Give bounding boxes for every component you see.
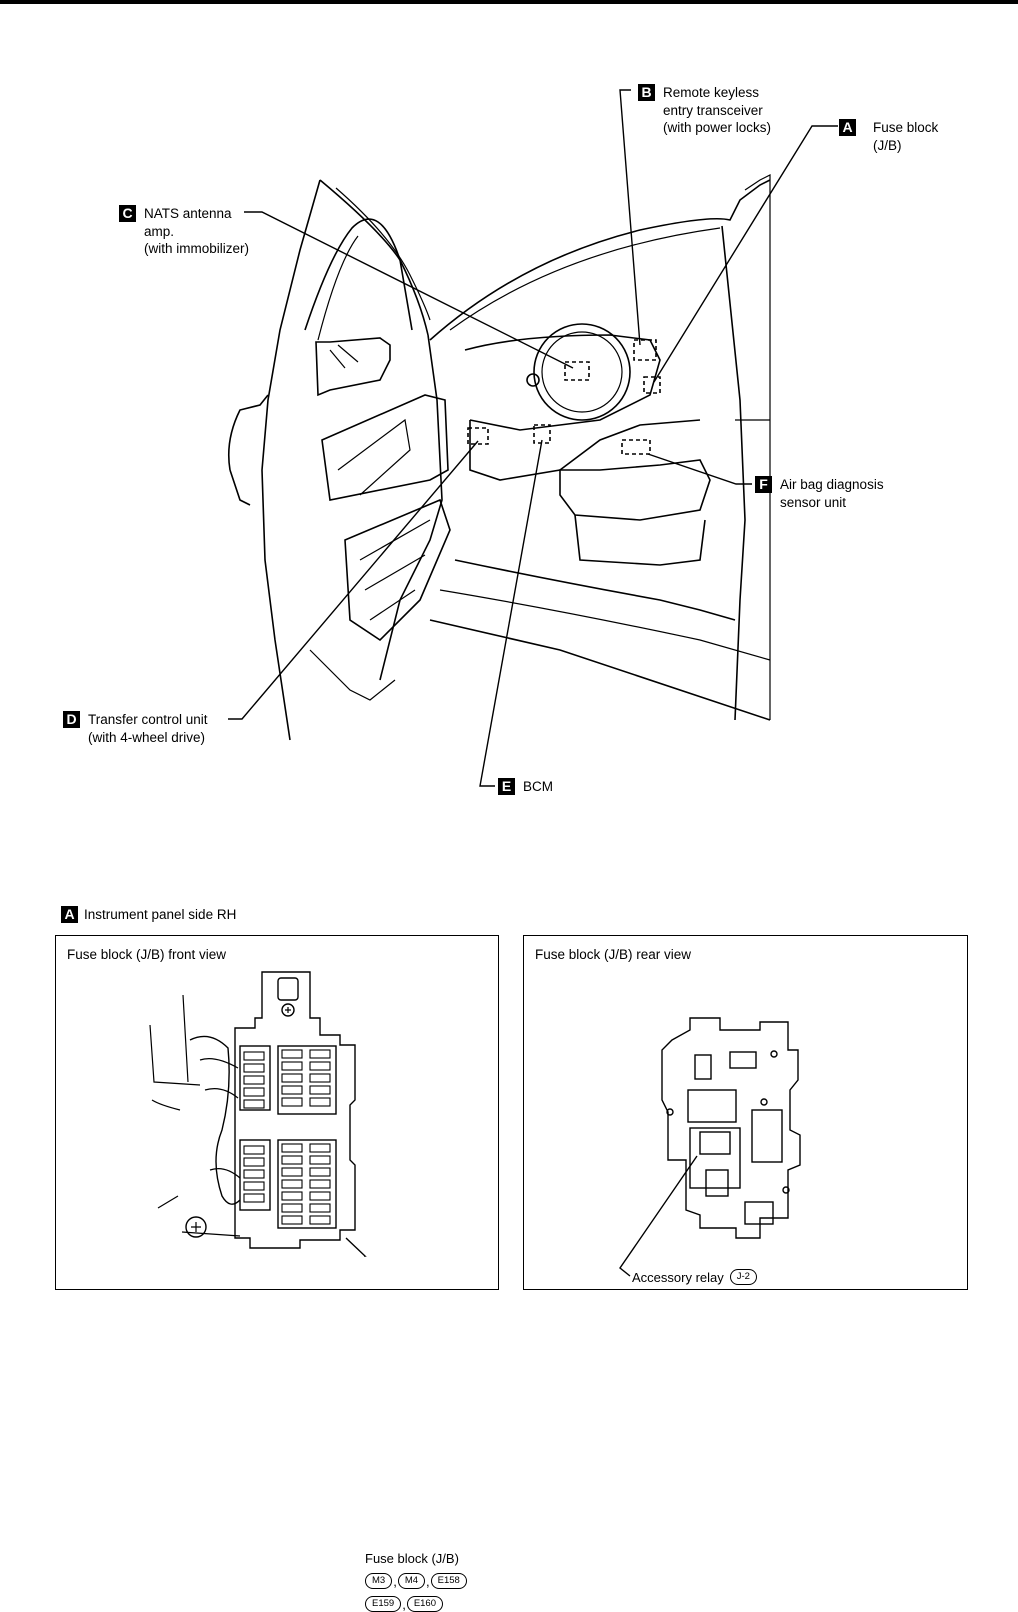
fuse-cell bbox=[281, 1073, 303, 1083]
fuse-cell bbox=[281, 1061, 303, 1071]
callout-transfer-control-unit: D Transfer control unit (with 4-wheel dr… bbox=[63, 711, 208, 746]
fuse-cell bbox=[309, 1143, 331, 1153]
connector-row-2: E159, E160 bbox=[365, 1596, 443, 1612]
fuse-cell bbox=[309, 1073, 331, 1083]
open-door-illustration bbox=[227, 179, 451, 741]
fuse-block-label: Fuse block (J/B) bbox=[365, 1551, 459, 1566]
fuse-cell bbox=[309, 1049, 331, 1059]
section-title: Instrument panel side RH bbox=[84, 907, 237, 922]
rear-view-panel: Fuse block (J/B) rear view Accessory rel… bbox=[523, 935, 968, 1290]
callout-air-bag-diagnosis-sensor-unit: F Air bag diagnosis sensor unit bbox=[755, 476, 884, 511]
callout-badge: A bbox=[839, 119, 856, 136]
front-view-title: Fuse block (J/B) front view bbox=[67, 947, 227, 962]
callout-badge: D bbox=[63, 711, 80, 728]
fuse-cell bbox=[281, 1215, 303, 1225]
fuse-cell bbox=[281, 1191, 303, 1201]
callout-badge: E bbox=[498, 778, 515, 795]
fuse-cell bbox=[243, 1157, 265, 1167]
fuse-cell bbox=[243, 1051, 265, 1061]
fuse-cell bbox=[243, 1063, 265, 1073]
callout-label: Remote keyless entry transceiver (with p… bbox=[663, 85, 772, 135]
fuse-cell bbox=[243, 1075, 265, 1085]
fuse-cell bbox=[309, 1155, 331, 1165]
fuse-cell bbox=[243, 1099, 265, 1109]
front-view-panel: Fuse block (J/B) front view Fuse block (… bbox=[55, 935, 499, 1612]
fuse-cell bbox=[243, 1087, 265, 1097]
callout-label: BCM bbox=[523, 779, 553, 794]
fuse-cell bbox=[281, 1085, 303, 1095]
fuse-cell bbox=[309, 1167, 331, 1177]
fuse-cell bbox=[281, 1167, 303, 1177]
fuse-cell bbox=[309, 1203, 331, 1213]
component-location-markers bbox=[467, 339, 661, 455]
fuse-cell bbox=[281, 1143, 303, 1153]
callout-label: Fuse block (J/B) bbox=[873, 120, 939, 153]
fuse-cell bbox=[309, 1191, 331, 1201]
fuse-cell bbox=[309, 1085, 331, 1095]
fuse-cell bbox=[243, 1145, 265, 1155]
connector-row-1: M3, M4, E158 bbox=[365, 1573, 467, 1589]
connector-badge: E158 bbox=[430, 1573, 467, 1589]
callout-nats-antenna-amp: C NATS antenna amp. (with immobilizer) bbox=[119, 205, 249, 258]
fuse-block-rear-drawing bbox=[619, 1017, 801, 1277]
fuse-cell bbox=[243, 1193, 265, 1203]
fuse-cell bbox=[309, 1061, 331, 1071]
section-badge: A bbox=[61, 906, 78, 923]
fuse-cell bbox=[281, 1097, 303, 1107]
connector-badge: J-2 bbox=[729, 1269, 757, 1285]
cabin-illustration bbox=[429, 174, 771, 721]
callout-fuse-block: A Fuse block (J/B) bbox=[839, 119, 938, 154]
fuse-cell bbox=[309, 1097, 331, 1107]
fuse-cell bbox=[281, 1049, 303, 1059]
leader-lines bbox=[228, 89, 838, 787]
top-rule bbox=[0, 0, 1018, 4]
callout-label: NATS antenna amp. (with immobilizer) bbox=[144, 206, 250, 256]
fuse-cells bbox=[243, 1049, 331, 1225]
fuse-cell bbox=[281, 1203, 303, 1213]
callout-badge: C bbox=[119, 205, 136, 222]
callout-remote-keyless-entry-transceiver: B Remote keyless entry transceiver (with… bbox=[638, 84, 771, 137]
accessory-relay-callout: Accessory relay J-2 bbox=[632, 1269, 757, 1285]
section-heading: A Instrument panel side RH bbox=[61, 906, 236, 923]
fuse-cell bbox=[281, 1179, 303, 1189]
callout-label: Transfer control unit (with 4-wheel driv… bbox=[88, 712, 208, 745]
accessory-relay-label: Accessory relay bbox=[632, 1269, 724, 1285]
fuse-cell bbox=[281, 1155, 303, 1165]
callout-bcm: E BCM bbox=[498, 778, 553, 796]
rear-view-title: Fuse block (J/B) rear view bbox=[535, 947, 692, 962]
connector-badge: E160 bbox=[406, 1596, 443, 1612]
callout-label: Air bag diagnosis sensor unit bbox=[780, 477, 884, 510]
fuse-block-front-drawing bbox=[149, 971, 367, 1257]
fuse-cell bbox=[309, 1215, 331, 1225]
fuse-cell bbox=[243, 1169, 265, 1179]
connector-badge: E159 bbox=[365, 1596, 402, 1612]
vehicle-interior-line-drawing bbox=[149, 89, 838, 1277]
fuse-cell bbox=[243, 1181, 265, 1191]
connector-badge: M4 bbox=[397, 1573, 426, 1589]
callout-badge: F bbox=[755, 476, 772, 493]
connector-badge: M3 bbox=[365, 1573, 393, 1589]
fuse-cell bbox=[309, 1179, 331, 1189]
callout-badge: B bbox=[638, 84, 655, 101]
